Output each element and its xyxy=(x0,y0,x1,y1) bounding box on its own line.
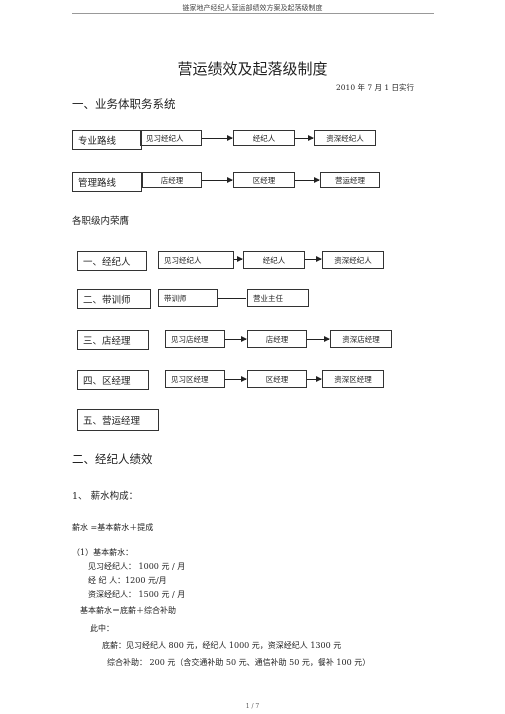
level-5-label: 五、营运经理 xyxy=(77,409,159,431)
level-3-step-1: 见习店经理 xyxy=(165,330,225,348)
basic-salary-line: 经 纪 人：1200 元/月 xyxy=(88,576,167,585)
base-pay-line: 底薪：见习经纪人 800 元，经纪人 1000 元，资深经纪人 1300 元 xyxy=(102,641,342,650)
effective-date: 2010 年 7 月 1 日实行 xyxy=(336,83,415,92)
header-rule xyxy=(72,13,434,14)
level-3-step-2: 店经理 xyxy=(247,330,307,348)
level-4-step-3: 资深区经理 xyxy=(322,370,384,388)
page-number: 1 / 7 xyxy=(245,703,260,710)
level-1-step-2: 经纪人 xyxy=(243,251,305,269)
basic-salary-line: 见习经纪人： 1000 元 / 月 xyxy=(88,562,186,571)
basic-salary-heading: （1）基本薪水： xyxy=(72,548,134,557)
mgmt-step-3: 营运经理 xyxy=(320,172,380,188)
level-4-step-1: 见习区经理 xyxy=(165,370,225,388)
level-2-step-2: 营业主任 xyxy=(247,289,309,307)
level-4-label: 四、区经理 xyxy=(77,370,149,390)
among-label: 此中： xyxy=(90,624,114,633)
running-header: 链家地产经纪人营运部绩效方案及起落级制度 xyxy=(182,4,323,12)
salary-formula: 薪水 =基本薪水＋提成 xyxy=(72,523,154,532)
arrow-icon xyxy=(295,135,314,141)
management-route-label: 管理路线 xyxy=(72,172,142,192)
prof-step-2: 经纪人 xyxy=(233,130,295,146)
basic-salary-line: 资深经纪人： 1500 元 / 月 xyxy=(88,590,186,599)
level-4-step-2: 区经理 xyxy=(247,370,307,388)
arrow-icon xyxy=(307,336,330,342)
arrow-icon xyxy=(202,135,233,141)
arrow-icon xyxy=(305,256,322,262)
allowance-line: 综合补助： 200 元（含交通补助 50 元、通信补助 50 元，餐补 100 … xyxy=(107,658,371,667)
section-1-heading: 一、业务体职务系统 xyxy=(72,97,176,111)
arrow-icon xyxy=(307,376,322,382)
mgmt-step-2: 区经理 xyxy=(233,172,295,188)
basic-salary-formula: 基本薪水＝底薪＋综合补助 xyxy=(80,606,176,615)
level-3-step-3: 资深店经理 xyxy=(330,330,392,348)
levels-subheading: 各职级内荣膺 xyxy=(72,216,130,227)
section-2-heading: 二、经纪人绩效 xyxy=(72,452,153,466)
level-1-step-1: 见习经纪人 xyxy=(158,251,234,269)
level-2-step-1: 带训师 xyxy=(158,289,218,307)
prof-step-1: 见习经纪人 xyxy=(140,130,202,146)
arrow-icon xyxy=(225,376,247,382)
salary-structure-item: 1、 薪水构成： xyxy=(72,491,139,502)
document-title: 营运绩效及起落级制度 xyxy=(177,60,328,78)
connector-line xyxy=(218,298,246,299)
professional-route-label: 专业路线 xyxy=(72,130,142,150)
level-2-label: 二、带训师 xyxy=(77,289,151,309)
level-1-step-3: 资深经纪人 xyxy=(322,251,384,269)
level-1-label: 一、经纪人 xyxy=(77,251,147,271)
mgmt-step-1: 店经理 xyxy=(142,172,202,188)
arrow-icon xyxy=(234,256,243,262)
arrow-icon xyxy=(225,336,247,342)
arrow-icon xyxy=(202,177,233,183)
prof-step-3: 资深经纪人 xyxy=(314,130,376,146)
level-3-label: 三、店经理 xyxy=(77,330,149,350)
arrow-icon xyxy=(295,177,320,183)
